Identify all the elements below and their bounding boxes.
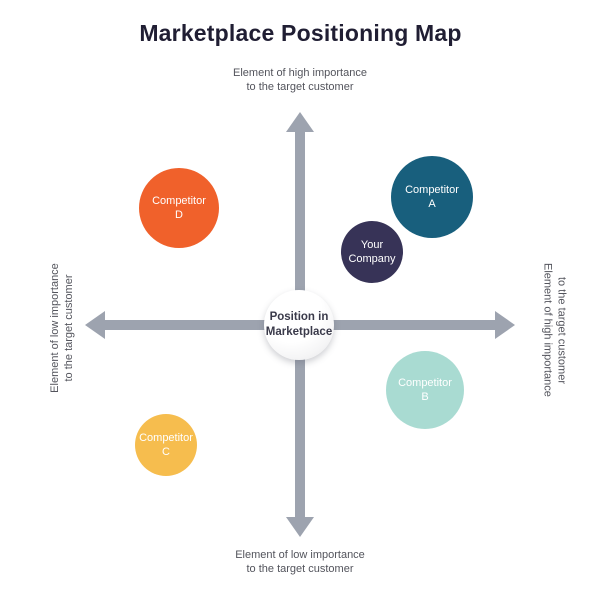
axis-label-top: Element of high importance to the target… xyxy=(233,67,367,94)
axis-label-right: Element of high importance to the target… xyxy=(541,263,568,397)
up-arrowhead-icon xyxy=(286,112,314,132)
down-arrowhead-icon xyxy=(286,517,314,537)
bubble-competitor-a: Competitor A xyxy=(391,156,473,238)
bubble-competitor-b: Competitor B xyxy=(386,351,464,429)
axis-label-left: Element of low importance to the target … xyxy=(49,263,76,393)
axis-label-bottom: Element of low importance to the target … xyxy=(235,549,365,576)
page-title: Marketplace Positioning Map xyxy=(139,20,462,46)
bubble-competitor-d: Competitor D xyxy=(139,168,219,248)
center-position-circle: Position in Marketplace xyxy=(264,290,334,360)
right-arrowhead-icon xyxy=(495,311,515,339)
left-arrowhead-icon xyxy=(85,311,105,339)
bubble-competitor-c: Competitor C xyxy=(135,414,197,476)
bubble-your-company: Your Company xyxy=(341,221,403,283)
